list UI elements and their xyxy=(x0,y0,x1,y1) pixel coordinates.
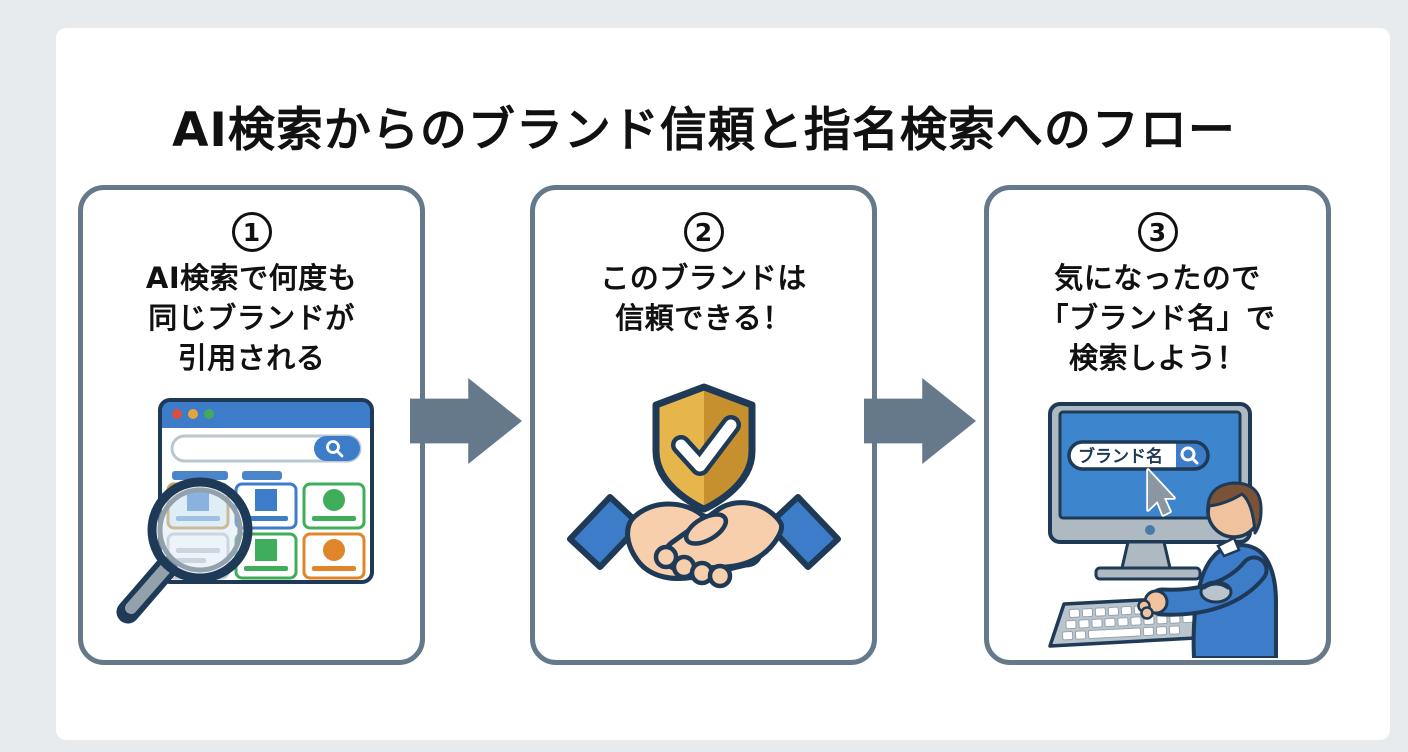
step-3-text: 気になったので 「ブランド名」で 検索しよう！ xyxy=(1039,261,1276,376)
cursor-icon xyxy=(1145,468,1176,517)
person-computer-search-illustration: ブランド名 xyxy=(1047,402,1278,658)
step-number-badge: 3 xyxy=(1137,212,1178,252)
step-1-text: AI検索で何度も 同じブランドが 引用される xyxy=(145,261,358,376)
typing-hand xyxy=(1136,589,1168,620)
step-panel-3: 3 気になったので 「ブランド名」で 検索しよう！ ブランド名 xyxy=(984,185,1331,665)
diagram-title: AI検索からのブランド信頼と指名検索へのフロー xyxy=(172,103,1236,159)
search-results-magnifier-illustration xyxy=(116,398,374,624)
monitor-icon: ブランド名 xyxy=(1047,402,1252,581)
result-card-orange-circle xyxy=(302,532,365,580)
search-pill: ブランド名 xyxy=(1066,440,1210,471)
shield-handshake-illustration xyxy=(566,383,841,589)
browser-window-icon xyxy=(157,398,374,585)
step-number-badge: 2 xyxy=(683,212,724,252)
search-icon xyxy=(1180,446,1198,465)
result-card-green-circle xyxy=(302,482,365,530)
result-card-green-square xyxy=(234,532,297,580)
step-panel-1: 1 AI検索で何度も 同じブランドが 引用される xyxy=(78,185,425,665)
search-icon xyxy=(313,436,360,462)
mouse-hand xyxy=(1199,580,1232,604)
result-card-blue xyxy=(234,482,297,530)
person-figure xyxy=(1136,481,1278,658)
handshake-icon xyxy=(566,494,841,589)
shield-check-icon xyxy=(652,383,755,513)
step-2-text: このブランドは 信頼できる！ xyxy=(600,261,807,336)
step-number-badge: 1 xyxy=(231,212,272,252)
magnifier-icon xyxy=(116,477,252,624)
step-panel-2: 2 このブランドは 信頼できる！ xyxy=(530,185,877,665)
search-box-text: ブランド名 xyxy=(1078,446,1163,467)
